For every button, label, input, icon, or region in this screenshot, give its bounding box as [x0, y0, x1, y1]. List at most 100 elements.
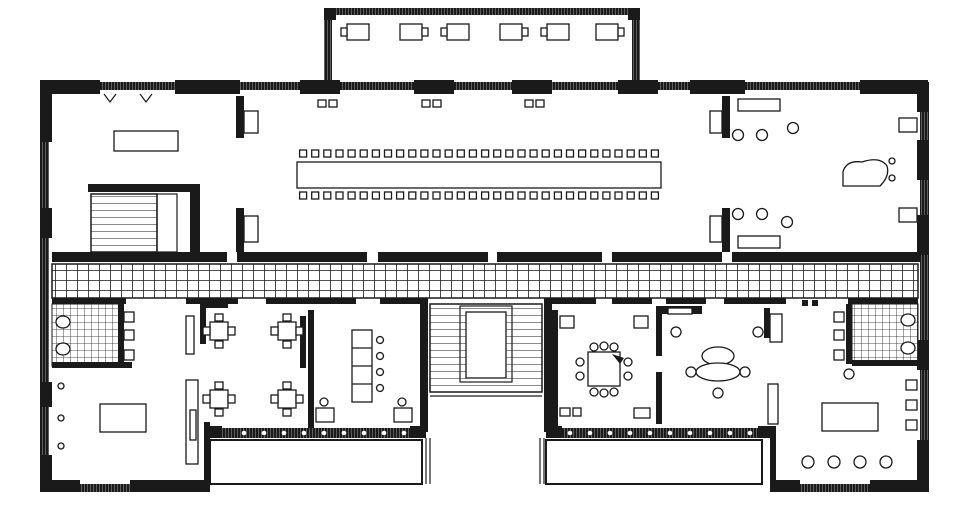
banquet-chair	[505, 191, 514, 200]
writing-desk	[113, 130, 179, 152]
terrace-column	[627, 430, 633, 436]
banquet-chair	[614, 149, 623, 158]
banquet-table	[296, 149, 662, 200]
terrace-column	[707, 430, 713, 436]
banquet-chair	[590, 149, 599, 158]
banquet-chair	[493, 191, 502, 200]
banquet-chair	[517, 149, 526, 158]
terrace-column	[587, 430, 593, 436]
main-hall	[88, 93, 918, 254]
terrace-column	[727, 430, 733, 436]
terrace-column	[567, 430, 573, 436]
banquet-chair	[590, 191, 599, 200]
terrace-column	[261, 430, 267, 436]
terrace-column	[301, 430, 307, 436]
banquet-chair	[456, 191, 465, 200]
terrace-column	[341, 430, 347, 436]
banquet-chair	[565, 191, 575, 200]
banquet-chair	[626, 191, 635, 200]
terrace-column	[687, 430, 693, 436]
terrace-column	[321, 430, 327, 436]
banquet-chair	[395, 191, 405, 200]
lounge-left	[57, 379, 199, 465]
banquet-chair	[408, 149, 417, 158]
banquet-chair	[468, 149, 478, 158]
banquet-chair	[444, 191, 453, 200]
banquet-chair	[311, 149, 320, 158]
south-terrace	[204, 426, 776, 486]
terrace-column	[241, 430, 247, 436]
banquet-chair	[541, 149, 550, 158]
north-annex	[324, 8, 640, 85]
banquet-chair	[371, 191, 381, 200]
terrace-column	[607, 430, 613, 436]
terrace-column	[381, 430, 387, 436]
banquet-chair	[323, 191, 332, 200]
banquet-chair	[420, 191, 429, 200]
terrace-column	[361, 430, 367, 436]
banquet-chair	[529, 191, 538, 200]
grand-piano-icon	[842, 159, 889, 187]
banquet-chair	[553, 191, 563, 200]
banquet-chair	[468, 191, 478, 200]
central-stair	[420, 298, 552, 432]
banquet-chair	[602, 191, 611, 200]
banquet-chair	[432, 149, 441, 158]
banquet-chair	[577, 191, 587, 200]
banquet-chair	[480, 149, 490, 158]
banquet-chair	[638, 149, 647, 158]
terrace-column	[401, 430, 407, 436]
banquet-chair	[626, 149, 635, 158]
card-table	[202, 313, 236, 349]
main-hall-walls	[40, 80, 929, 492]
banquet-chair	[383, 191, 393, 200]
banquet-chair	[650, 149, 660, 158]
banquet-chair	[456, 149, 465, 158]
card-table	[270, 381, 304, 417]
banquet-chair	[577, 149, 587, 158]
tiled-corridor	[51, 263, 919, 299]
banquet-chair	[614, 191, 623, 200]
banquet-chair	[347, 149, 356, 158]
banquet-chair	[347, 191, 356, 200]
banquet-chair	[335, 149, 344, 158]
banquet-chair	[323, 149, 332, 158]
terrace-column	[667, 430, 673, 436]
banquet-chair	[298, 149, 308, 158]
banquet-chair	[529, 149, 538, 158]
terrace-column	[647, 430, 653, 436]
card-table	[270, 313, 304, 349]
banquet-chair	[638, 191, 647, 200]
banquet-chair	[432, 191, 441, 200]
banquet-chair	[444, 149, 453, 158]
restroom-right	[833, 303, 919, 366]
banquet-chair	[383, 149, 393, 158]
banquet-chair	[517, 191, 526, 200]
banquet-chair	[565, 149, 575, 158]
banquet-chair	[553, 149, 563, 158]
banquet-chair	[298, 191, 308, 200]
banquet-chairs-bottom	[298, 191, 660, 200]
restroom-left	[51, 303, 135, 368]
banquet-chair	[395, 149, 405, 158]
lounge-right	[801, 368, 918, 469]
banquet-chair	[480, 191, 490, 200]
banquet-chair	[359, 191, 368, 200]
south-wing	[40, 298, 929, 492]
banquet-chair	[505, 149, 514, 158]
side-counter	[737, 98, 781, 112]
conference-room	[670, 308, 783, 425]
card-table	[202, 381, 236, 417]
terrace-column	[747, 430, 753, 436]
reading-room	[315, 329, 413, 423]
banquet-chair	[541, 191, 550, 200]
banquet-chair	[371, 149, 381, 158]
banquet-chair	[602, 149, 611, 158]
banquet-chair	[650, 191, 660, 200]
fireplace-left	[103, 93, 153, 103]
banquet-chair	[420, 149, 429, 158]
banquet-chair	[359, 149, 368, 158]
annex-armchairs	[340, 23, 625, 41]
terrace-column	[281, 430, 287, 436]
